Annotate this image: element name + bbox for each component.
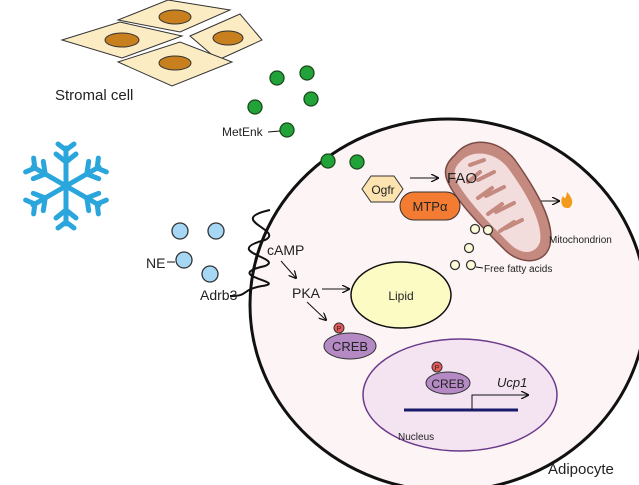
nucleus-label: Nucleus xyxy=(398,432,434,443)
phospho-label: P xyxy=(337,326,342,333)
mtpa-label: MTPα xyxy=(413,199,448,214)
pka-label: PKA xyxy=(292,285,321,301)
mitochondrion xyxy=(444,141,552,262)
transcription-arrow xyxy=(471,395,528,410)
creb-cytoplasm-label: CREB xyxy=(332,339,368,354)
snowflake-icon xyxy=(25,141,108,228)
camp-label: cAMP xyxy=(267,242,304,258)
free-fatty-acids-label: Free fatty acids xyxy=(484,264,552,275)
phospho-group xyxy=(333,322,345,334)
ogfr-receptor xyxy=(361,175,404,203)
ne-molecules xyxy=(171,222,225,283)
mitochondrion-label: Mitochondrion xyxy=(549,235,612,246)
stromal-cells xyxy=(60,0,263,87)
flame-icon xyxy=(561,192,573,208)
creb-nucleus xyxy=(425,371,471,395)
adipocyte-label: Adipocyte xyxy=(548,461,614,478)
ucp1-label: Ucp1 xyxy=(497,375,527,390)
metenk-molecules xyxy=(247,65,365,170)
lipid-droplet xyxy=(350,261,452,329)
lipid-label: Lipid xyxy=(388,289,413,303)
stromal-cell-label: Stromal cell xyxy=(55,87,133,104)
free-fatty-acids xyxy=(449,223,494,271)
creb-cytoplasm xyxy=(323,332,377,360)
nucleus xyxy=(362,338,558,452)
phospho-group xyxy=(431,361,443,373)
creb-nucleus-label: CREB xyxy=(431,377,464,391)
adrb3-receptor xyxy=(229,209,271,297)
phospho-label: P xyxy=(435,365,440,372)
fao-label: FAO xyxy=(447,170,477,187)
ogfr-label: Ogfr xyxy=(371,183,394,197)
ne-label: NE xyxy=(146,255,165,271)
metenk-label: MetEnk xyxy=(222,125,264,139)
adrb3-label: Adrb3 xyxy=(200,287,238,303)
mtpa-enzyme xyxy=(399,191,461,221)
